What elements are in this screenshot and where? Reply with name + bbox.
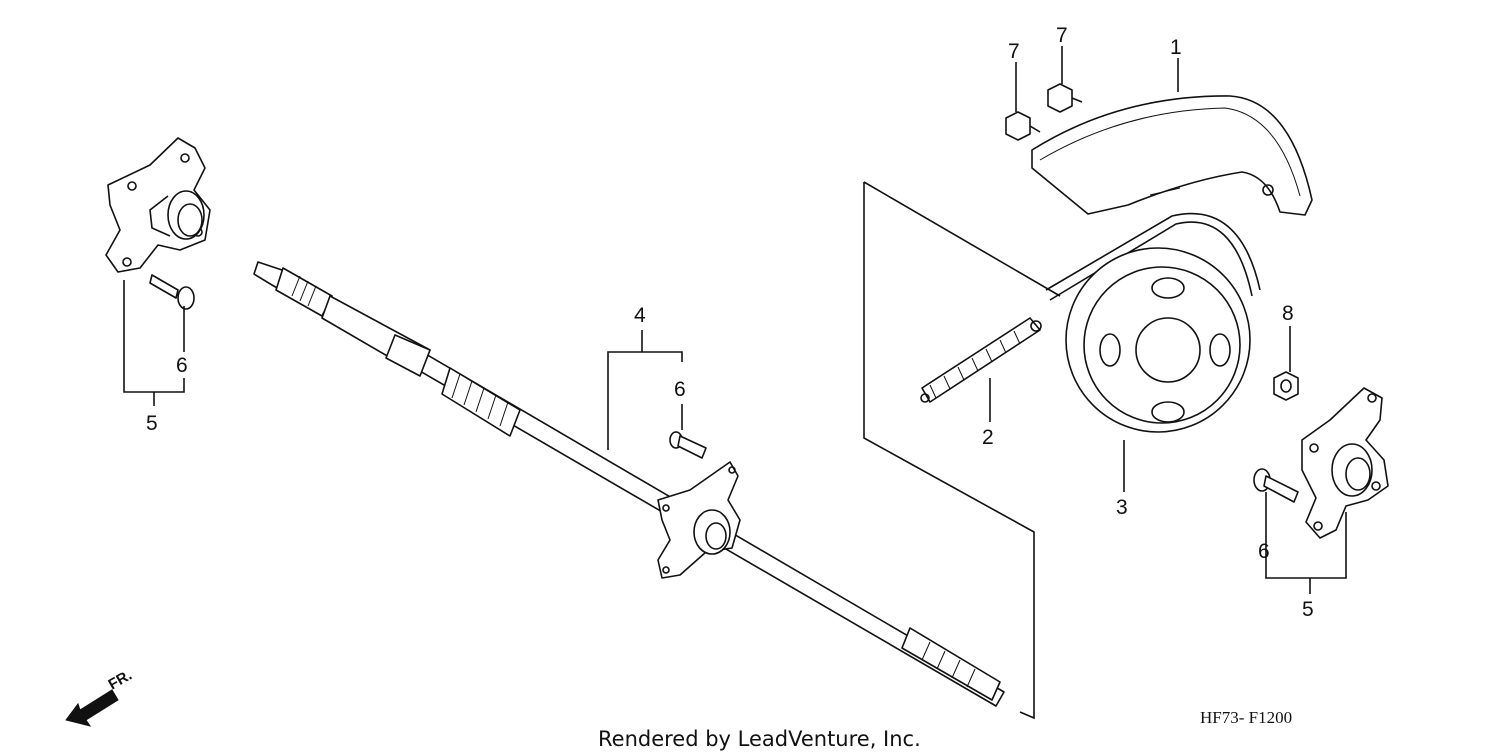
callout-7-right: 7 [1056,24,1068,47]
axle-hub [657,461,741,579]
front-arrow [65,689,119,727]
left-bolt [149,274,195,310]
axle-bracket [607,351,683,450]
chain-guard-arc [1045,212,1261,301]
callout-6-middle: 6 [674,378,686,401]
callout-6-left: 6 [176,354,188,377]
callout-8: 8 [1282,302,1294,325]
drive-chain [920,317,1042,403]
right-hub [1301,387,1389,539]
chain-panel [863,182,1035,720]
guard-bolt-right [1047,83,1083,113]
callout-1: 1 [1170,36,1182,59]
callout-4: 4 [634,304,646,327]
sprocket [1065,247,1251,433]
middle-bolt [669,431,707,459]
right-bolt [1253,468,1299,503]
credit-text: Rendered by LeadVenture, Inc. [598,727,921,751]
left-hub [105,137,211,273]
callout-7-left: 7 [1008,40,1020,63]
callout-2: 2 [982,426,994,449]
callout-6-right: 6 [1258,540,1270,563]
chain-guard [1031,95,1313,216]
callout-5-right: 5 [1302,598,1314,621]
guard-bolt-left [1005,111,1041,141]
leader-lines [153,46,1311,594]
front-marker: FR. [106,667,135,694]
callout-3: 3 [1116,496,1128,519]
rear-axle [253,261,1005,707]
right-bracket [1265,492,1347,579]
hub-nut [1273,371,1299,401]
callout-5-left: 5 [146,412,158,435]
diagram-code: HF73- F1200 [1200,708,1292,727]
